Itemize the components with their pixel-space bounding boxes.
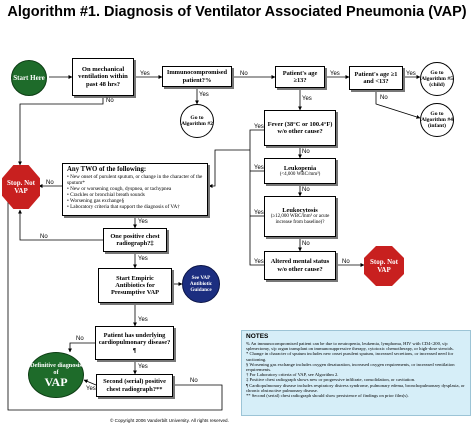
definitive-vap-text: VAP <box>44 374 68 389</box>
empiric-antibiotics-box: Start Empiric Antibiotics for Presumptiv… <box>98 268 172 303</box>
note-item: § Worsening gas exchange includes oxygen… <box>246 361 455 373</box>
antibiotic-guidance-text: See VAP Antibiotic Guidance <box>189 275 213 293</box>
leukopenia-box: Leukopenia (<4,000 WBC/mm³) <box>264 158 336 184</box>
label-no: No <box>302 187 310 193</box>
criteria-item: • Worsening gas exchange§ <box>67 197 125 204</box>
mechanical-ventilation-box: On mechanical ventilation within past 48… <box>72 58 134 96</box>
age-13-box: Patient's age ≥13? <box>275 66 325 88</box>
fever-box: Fever (38°C or 100.4°F) w/o other cause? <box>264 110 336 146</box>
arrow-age1-to-algo4 <box>375 90 421 119</box>
cardiopulmonary-text: Patient has underlying cardiopulmonary d… <box>98 332 171 354</box>
criteria-item: • New or worsening cough, dyspnea, or ta… <box>67 185 172 192</box>
arrow-mech-no-to-stop <box>18 96 104 166</box>
label-yes: Yes <box>330 71 340 77</box>
stop-not-vap-top-text: Stop. Not VAP <box>6 179 35 195</box>
yes-bus <box>249 129 264 266</box>
criteria-item: • Laboratory criteria that support the d… <box>67 203 180 210</box>
two-criteria-heading: Any TWO of the following: <box>67 166 147 173</box>
copyright: © Copyright 2006 Vanderbilt University. … <box>110 418 229 423</box>
note-item: ‡ Positive chest radiograph shows new or… <box>246 377 416 383</box>
note-item: * Change in character of sputum includes… <box>246 351 454 362</box>
arrow-yes-to-twocriteria <box>208 149 250 188</box>
stop-not-vap-right: Stop. Not VAP <box>364 246 404 286</box>
age-13-text: Patient's age ≥13? <box>282 69 318 84</box>
age-1-to-13-text: Patient's age ≥1 and <13? <box>354 70 398 85</box>
definitive-vap-node: Definitive diagnosis of VAP <box>28 352 84 398</box>
algorithm-5-node: Go to Algorithm #5 (child) <box>420 62 454 96</box>
label-yes: Yes <box>138 256 148 262</box>
age-1-to-13-box: Patient's age ≥1 and <13? <box>349 66 403 90</box>
label-yes: Yes <box>254 124 264 130</box>
serial-radiograph-box: Second (serial) positive chest radiograp… <box>96 374 173 397</box>
label-no: No <box>342 259 350 265</box>
fever-text: Fever (38°C or 100.4°F) w/o other cause? <box>267 120 333 135</box>
label-no: No <box>40 234 48 240</box>
serial-radiograph-text: Second (serial) positive chest radiograp… <box>103 378 166 393</box>
start-label: Start Here <box>13 74 45 82</box>
cardiopulmonary-box: Patient has underlying cardiopulmonary d… <box>95 326 174 360</box>
label-yes: Yes <box>406 71 416 77</box>
note-item: ** Second (serial) chest radiograph shou… <box>246 393 409 399</box>
label-no: No <box>302 149 310 155</box>
arrow-cxr-no-to-stop <box>18 209 103 241</box>
algorithm-2-text: Go to Algorithm #2 <box>181 114 213 127</box>
algorithm-4-node: Go to Algorithm #4 (infant) <box>420 103 454 137</box>
stop-not-vap-top: Stop. Not VAP <box>2 165 40 209</box>
label-yes: Yes <box>138 219 148 225</box>
page-title: Algorithm #1. Diagnosis of Ventilator As… <box>7 4 467 20</box>
algorithm-4-text: Go to Algorithm #4 (infant) <box>421 110 453 130</box>
definitive-diagnosis-text: Definitive diagnosis of <box>30 361 82 376</box>
leukocytosis-subtext: (≥12,000 WBC/mm³ or acute increase from … <box>270 214 330 226</box>
two-criteria-box: Any TWO of the following: • New onset of… <box>62 163 208 216</box>
criteria-item: • Crackles or bronchial breath sounds <box>67 191 145 198</box>
label-no: No <box>106 98 114 104</box>
antibiotic-guidance-node: See VAP Antibiotic Guidance <box>182 265 220 303</box>
label-yes: Yes <box>254 165 264 171</box>
label-no: No <box>190 378 198 384</box>
notes-panel: NOTES % An immunocompromised patient can… <box>241 330 471 416</box>
label-no: No <box>76 336 84 342</box>
chest-radiograph-box: One positive chest radiograph?‡ <box>103 228 167 252</box>
leukopenia-text: Leukopenia <box>283 164 317 172</box>
notes-title: NOTES <box>246 333 269 340</box>
leukocytosis-text: Leukocytosis <box>282 207 318 215</box>
mechanical-ventilation-text: On mechanical ventilation within past 48… <box>78 65 128 88</box>
label-no: No <box>302 241 310 247</box>
altered-mental-status-text: Altered mental status w/o other cause? <box>270 258 330 273</box>
note-item: % An immunocompromised patient can be du… <box>246 341 454 352</box>
leukopenia-subtext: (<4,000 WBC/mm³) <box>279 171 321 177</box>
label-no: No <box>46 180 54 186</box>
arrow-serial-yes-to-definitive <box>83 379 97 386</box>
start-node: Start Here <box>11 60 47 96</box>
label-yes: Yes <box>254 259 264 265</box>
empiric-antibiotics-text: Start Empiric Antibiotics for Presumptiv… <box>110 274 160 297</box>
arrow-cardio-no-to-definitive <box>68 342 95 353</box>
immunocompromised-box: Immunocompromised patient?% <box>162 66 232 87</box>
label-yes: Yes <box>302 96 312 102</box>
label-yes: Yes <box>254 210 264 216</box>
algorithm-5-text: Go to Algorithm #5 (child) <box>421 69 453 89</box>
algorithm-2-node: Go to Algorithm #2 <box>180 104 214 138</box>
label-no: No <box>380 95 388 101</box>
altered-mental-status-box: Altered mental status w/o other cause? <box>264 251 336 280</box>
label-yes: Yes <box>138 364 148 370</box>
label-yes: Yes <box>140 71 150 77</box>
immunocompromised-text: Immunocompromised patient?% <box>166 69 228 84</box>
leukocytosis-box: Leukocytosis (≥12,000 WBC/mm³ or acute i… <box>264 196 336 237</box>
label-no: No <box>240 71 248 77</box>
stop-not-vap-right-text: Stop. Not VAP <box>369 258 398 274</box>
label-yes: Yes <box>199 92 209 98</box>
criteria-item: • New onset of purulent sputum, or chang… <box>67 173 203 186</box>
label-yes: Yes <box>86 386 96 392</box>
chest-radiograph-text: One positive chest radiograph?‡ <box>110 232 160 247</box>
note-item: † For Laboratory criteria of VAP, see Al… <box>246 372 339 378</box>
label-yes: Yes <box>138 317 148 323</box>
note-item: ¶ Cardiopulmonary disease includes respi… <box>246 382 465 393</box>
